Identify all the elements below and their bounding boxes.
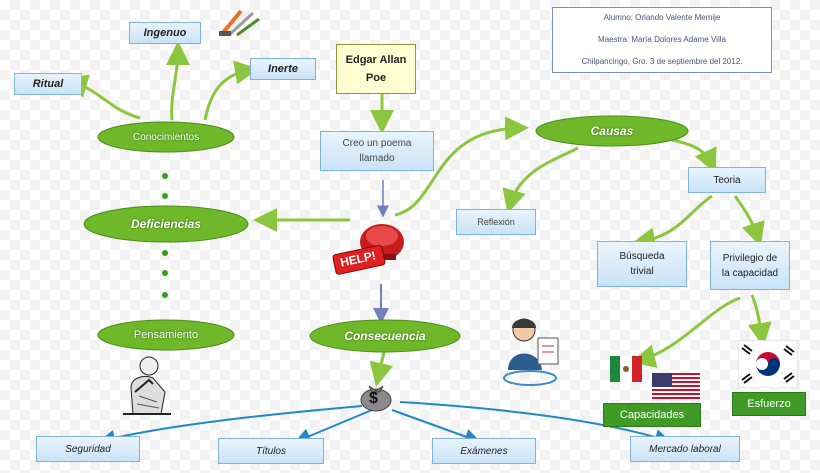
poem-box: Creo un poema llamado xyxy=(320,131,434,171)
busqueda-box: Búsqueda trivial xyxy=(597,241,687,287)
tools-icon xyxy=(213,5,263,39)
causas-label: Causas xyxy=(590,124,634,138)
consecuencia-label: Consecuencia xyxy=(344,329,426,343)
reflexion-box: Reflexión xyxy=(456,209,536,235)
arrow-to-inerte xyxy=(203,60,259,121)
operator-icon xyxy=(500,312,566,388)
privilegio-box: Privilegio de la capacidad xyxy=(710,241,790,290)
arrow-to-money xyxy=(369,351,394,387)
arrow-to-examenes xyxy=(391,409,481,445)
conocimientos-cloud: Conocimientos xyxy=(96,120,236,154)
capacidades-box: Capacidades xyxy=(603,403,701,427)
consecuencia-cloud: Consecuencia xyxy=(308,318,462,354)
titulos-box: Títulos xyxy=(218,438,324,464)
arrow-to-titulos xyxy=(294,409,373,444)
conocimientos-label: Conocimientos xyxy=(132,131,200,143)
arrow-to-reflexion xyxy=(502,146,579,214)
lugar-fecha-text: Chilpancingo, Gro. 3 de septiembre del 2… xyxy=(581,57,743,66)
deficiencias-cloud: Deficiencias xyxy=(82,204,250,244)
dotted-connector xyxy=(162,173,168,298)
teoria-box: Teoria xyxy=(688,167,766,193)
korea-flag-icon xyxy=(737,339,799,389)
esfuerzo-box: Esfuerzo xyxy=(732,392,806,416)
money-symbol: $ xyxy=(369,390,378,407)
arrow-to-privilegio xyxy=(733,195,765,247)
arrow-to-busqueda xyxy=(631,194,713,252)
inerte-box: Inerte xyxy=(250,58,316,80)
causas-cloud: Causas xyxy=(534,114,690,148)
info-box: Alumno: Orlando Valente Memije Maestra: … xyxy=(552,7,772,73)
arrow-to-esfuerzo xyxy=(747,294,772,347)
arrow-to-mercado xyxy=(399,401,671,445)
mercado-box: Mercado laboral xyxy=(630,436,740,462)
mexico-flag-icon xyxy=(606,352,646,388)
alumno-text: Alumno: Orlando Valente Memije xyxy=(603,13,721,22)
money-bag-icon: $ xyxy=(358,378,394,412)
pensamiento-cloud: Pensamiento xyxy=(96,318,236,352)
examenes-box: Exámenes xyxy=(432,438,536,464)
maestra-text: Maestra: María Dolores Adame Villa xyxy=(598,35,726,44)
poe-box: Edgar Allan Poe xyxy=(336,44,416,94)
arrow-to-capacidades xyxy=(631,296,741,368)
arrow-to-seguridad xyxy=(99,405,363,446)
arrow-to-teoria xyxy=(671,138,717,174)
ritual-box: Ritual xyxy=(14,73,82,95)
ingenuo-box: Ingenuo xyxy=(129,22,201,44)
deficiencias-label: Deficiencias xyxy=(130,217,202,231)
arrow-to-ingenuo xyxy=(165,41,190,121)
arrow-to-ritual xyxy=(63,74,141,120)
arrow-to-causas xyxy=(394,116,529,217)
usa-flag-icon xyxy=(652,373,700,399)
seguridad-box: Seguridad xyxy=(36,436,140,462)
thinker-icon xyxy=(113,352,179,418)
pensamiento-label: Pensamiento xyxy=(133,329,199,341)
alarm-bell-icon: HELP! xyxy=(330,214,410,280)
